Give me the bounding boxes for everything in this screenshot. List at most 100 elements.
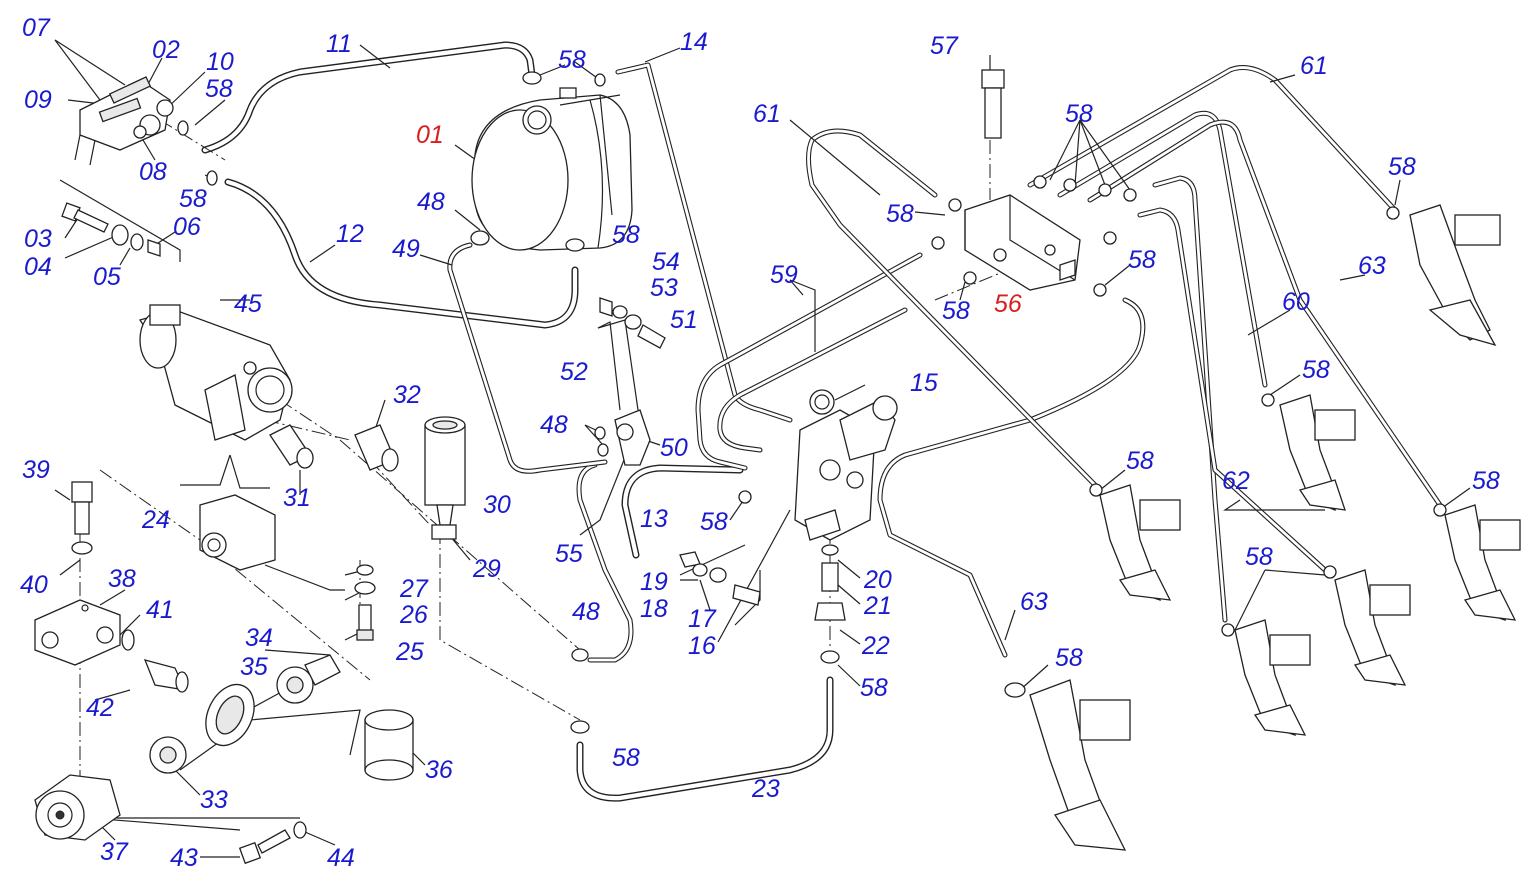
tine-unit-4 [1444, 504, 1521, 621]
label-21: 21 [863, 592, 892, 620]
adapter-block-24 [199, 494, 276, 571]
label-38: 38 [108, 565, 136, 593]
label-13: 13 [640, 505, 668, 533]
label-24: 24 [141, 506, 170, 534]
label-39: 39 [22, 456, 50, 484]
label-29: 29 [472, 555, 501, 583]
label-58-n: 58 [1126, 447, 1154, 475]
label-51: 51 [670, 306, 698, 334]
label-50: 50 [660, 434, 688, 462]
label-55: 55 [555, 540, 583, 568]
label-22: 22 [861, 632, 890, 660]
hose-23 [576, 676, 834, 802]
tine-unit-6 [1234, 619, 1311, 736]
label-48-b: 48 [540, 411, 568, 439]
part-labels: 07 02 10 09 58 08 58 06 03 04 05 11 12 0… [20, 14, 1500, 872]
label-58-c: 58 [558, 46, 586, 74]
bolt-51 [599, 297, 666, 349]
label-03: 03 [24, 225, 52, 253]
fitting-32 [354, 424, 399, 472]
filter-30 [424, 416, 466, 540]
label-52: 52 [560, 358, 588, 386]
label-04: 04 [24, 253, 52, 281]
label-54: 54 [652, 248, 680, 276]
tube-61b [1027, 65, 1398, 213]
label-37: 37 [100, 838, 129, 866]
bolt-39 [71, 481, 93, 555]
label-17: 17 [688, 605, 717, 633]
tube-63a [877, 297, 1146, 658]
gear-34 [276, 654, 341, 704]
pump-45 [138, 304, 293, 441]
control-valve-left [74, 76, 174, 166]
label-36: 36 [425, 756, 453, 784]
bolt-43 [238, 829, 291, 865]
label-44: 44 [327, 844, 355, 872]
leader-lines [54, 39, 1471, 858]
distributor-15 [794, 389, 898, 541]
label-58-k: 58 [1128, 246, 1156, 274]
label-45: 45 [234, 290, 262, 318]
label-58-j: 58 [942, 297, 970, 325]
manifold-56 [964, 194, 1081, 291]
label-58-b: 58 [179, 185, 207, 213]
small-parts-16-22 [679, 544, 846, 621]
label-16: 16 [688, 632, 716, 660]
label-30: 30 [483, 491, 511, 519]
label-60: 60 [1282, 288, 1310, 316]
tine-unit-7 [1029, 679, 1131, 851]
label-06: 06 [173, 213, 201, 241]
label-25: 25 [395, 638, 424, 666]
gear-33 [149, 736, 187, 774]
label-58-e: 58 [700, 508, 728, 536]
label-58-a: 58 [205, 75, 233, 103]
label-05: 05 [93, 263, 121, 291]
label-01: 01 [416, 121, 444, 149]
hose-clamps [177, 71, 1447, 734]
tube-62a [1152, 175, 1228, 623]
label-09: 09 [24, 86, 52, 114]
washer-44 [293, 821, 307, 839]
label-58-m: 58 [1302, 356, 1330, 384]
label-49: 49 [392, 235, 420, 263]
tine-unit-5 [1334, 569, 1411, 686]
fitting-31 [269, 424, 314, 469]
label-62: 62 [1222, 467, 1250, 495]
label-11: 11 [326, 30, 352, 58]
label-32: 32 [393, 381, 421, 409]
label-31: 31 [283, 484, 311, 512]
label-26: 26 [399, 601, 428, 629]
label-08: 08 [139, 158, 167, 186]
fitting-42 [121, 629, 189, 693]
label-23: 23 [751, 775, 780, 803]
label-12: 12 [336, 220, 364, 248]
hoses [201, 41, 834, 802]
label-48-a: 48 [417, 188, 445, 216]
label-14: 14 [680, 28, 708, 56]
label-15: 15 [910, 369, 938, 397]
label-58-i: 58 [886, 200, 914, 228]
label-41: 41 [146, 596, 174, 624]
steel-tubes [615, 62, 1443, 658]
label-20: 20 [863, 566, 892, 594]
label-48-c: 48 [572, 598, 600, 626]
bolt-03 [61, 202, 161, 257]
label-57: 57 [930, 32, 959, 60]
block-38 [34, 599, 121, 666]
label-63-b: 63 [1020, 588, 1048, 616]
oil-tank [471, 87, 633, 251]
label-07: 07 [22, 14, 51, 42]
label-10: 10 [206, 48, 234, 76]
tine-unit-1 [1409, 204, 1501, 347]
label-19: 19 [640, 568, 668, 596]
label-59: 59 [770, 261, 798, 289]
screw-25 [354, 564, 376, 641]
label-58-q: 58 [1055, 644, 1083, 672]
valve-50 [614, 409, 651, 466]
label-18: 18 [640, 595, 668, 623]
label-33: 33 [200, 786, 228, 814]
label-63-a: 63 [1358, 252, 1386, 280]
label-58-h: 58 [1065, 100, 1093, 128]
label-61-b: 61 [1300, 52, 1328, 80]
